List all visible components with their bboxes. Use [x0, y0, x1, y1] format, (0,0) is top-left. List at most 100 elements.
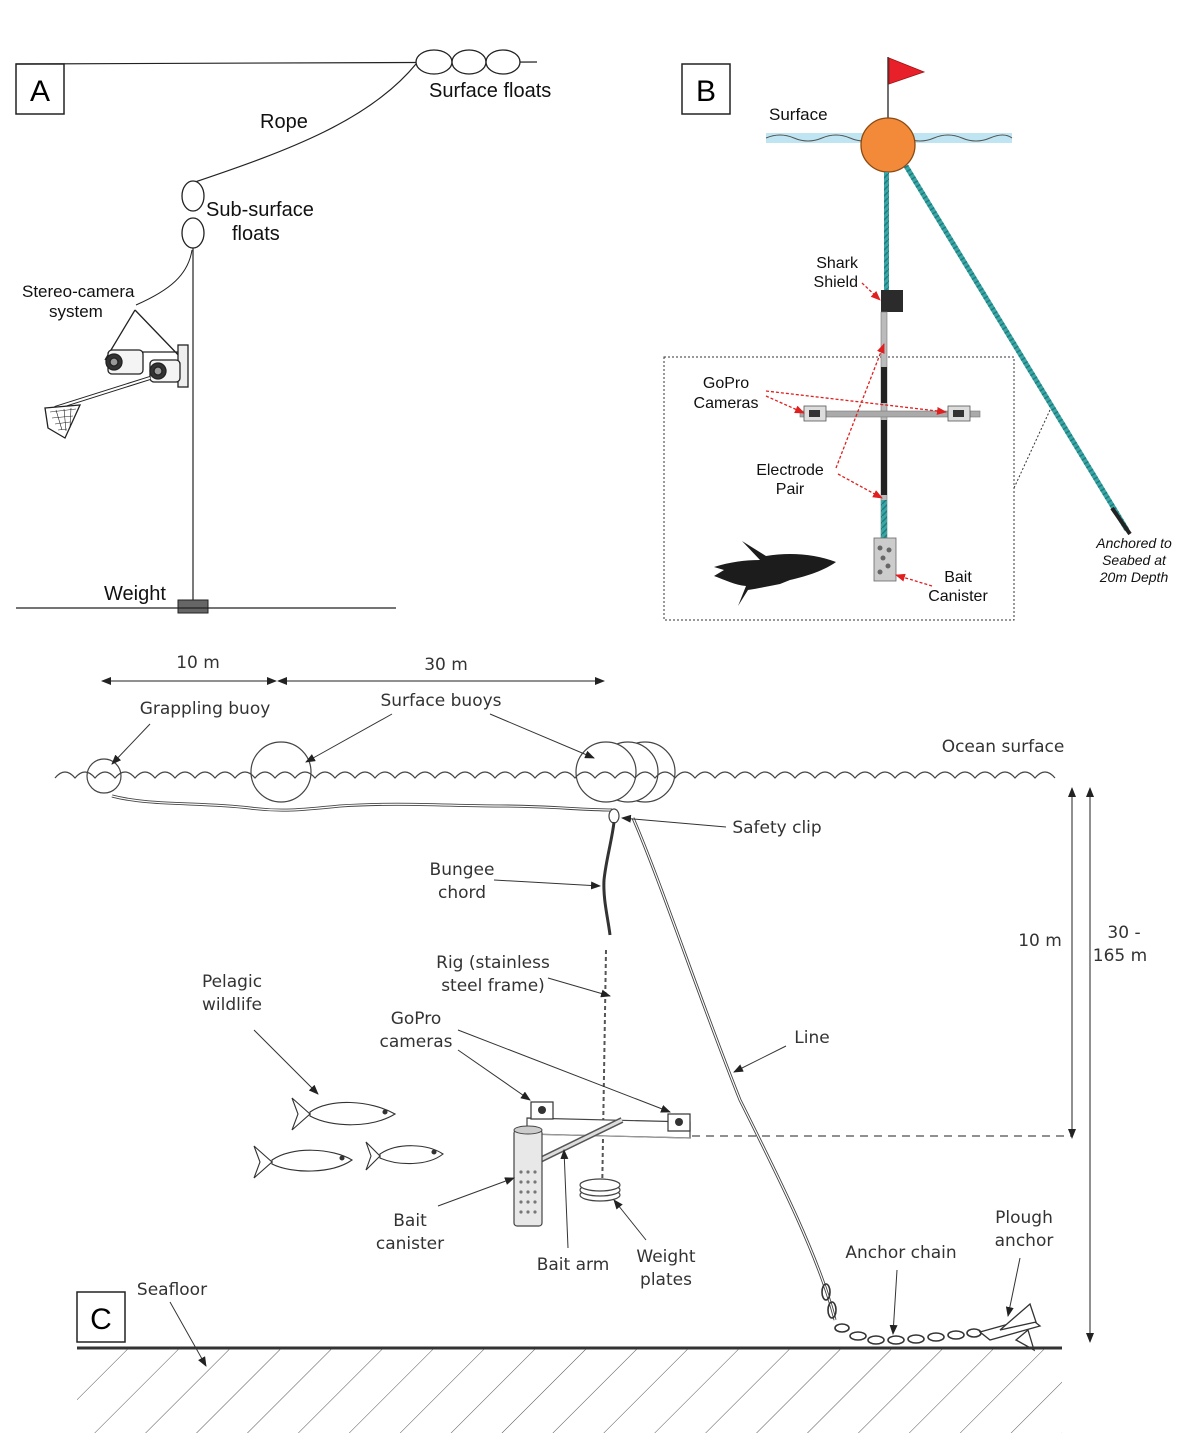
ocean-surface-label: Ocean surface: [942, 737, 1065, 757]
surface-buoys-label: Surface buoys: [380, 691, 501, 711]
surface-line-c: [111, 794, 613, 812]
line-label: Line: [794, 1028, 829, 1048]
shark-silhouette: [714, 541, 836, 606]
bungee-chord: [602, 821, 616, 936]
buoy-wave-overlay: [574, 771, 676, 779]
panel-c-letter-box: [76, 1291, 126, 1343]
gopro-label-1: GoPro: [703, 375, 749, 392]
surface-line-c-inner: [111, 795, 613, 811]
surface-floats: [415, 49, 521, 75]
anchored-label-3: 20m Depth: [1099, 569, 1169, 585]
depth-range-label-2: 165 m: [1093, 946, 1147, 966]
cross-arm: [799, 410, 981, 418]
surface-buoy-1: [250, 741, 312, 803]
shark-shield-label-1: Shark: [816, 255, 859, 272]
subsurface-label-1: Sub-surface: [206, 199, 314, 221]
anchor-line: [631, 817, 837, 1321]
gopro-camera-right: [947, 405, 971, 422]
rig-frame: [601, 949, 607, 1201]
electrode-lower: [881, 420, 887, 495]
surface-label: Surface: [769, 105, 828, 124]
seafloor-hatch: [77, 1348, 1062, 1433]
subsurface-floats: [181, 180, 205, 249]
anchored-label-2: Seabed at: [1102, 552, 1167, 568]
bait-canister-b: [873, 537, 897, 582]
weight-plates-c: [579, 1178, 621, 1202]
bait-canister-c: [513, 1125, 543, 1227]
anchor-rope-twist: [903, 164, 1130, 532]
panel-b-letter-box: [681, 63, 731, 115]
bait-arm-inner: [539, 1118, 623, 1162]
anchor-chain-label: Anchor chain: [845, 1243, 956, 1263]
pelagic-label-1: Pelagic: [202, 972, 262, 992]
gopro-camera-right-c: [667, 1113, 691, 1132]
seafloor-label: Seafloor: [137, 1280, 207, 1300]
depth-range-label-1: 30 -: [1107, 923, 1140, 943]
gopro-label-2: Cameras: [694, 395, 759, 412]
panel-a-letter: A: [30, 75, 50, 108]
panel-b: B Surface Shark Shield: [663, 57, 1172, 621]
vertical-rope-b: [884, 172, 889, 290]
weight-block: [177, 599, 209, 614]
electrode-upper: [881, 367, 887, 403]
rope: [194, 63, 417, 183]
panel-a-letter-box: [15, 63, 65, 115]
weight-label: Weight: [104, 583, 166, 605]
anchor-tip: [1110, 506, 1132, 536]
shark-shield: [881, 290, 903, 312]
panel-b-letter: B: [696, 75, 716, 108]
surface-floats-label: Surface floats: [429, 80, 551, 102]
shark-shield-label-2: Shield: [814, 274, 858, 291]
panel-c-letter: C: [90, 1303, 112, 1336]
anchor-line-inner: [632, 817, 836, 1321]
plough-anchor-label-1: Plough: [995, 1208, 1053, 1228]
inset-connector-1: [1013, 409, 1051, 489]
bait-canister-label-1: Bait: [393, 1211, 427, 1231]
panel-c: 10 m 30 m Ocean surface: [54, 653, 1147, 1433]
camera-tether: [135, 249, 193, 306]
flag: [888, 57, 926, 85]
electrode-label-1: Electrode: [756, 462, 824, 479]
fish-3: [365, 1141, 444, 1171]
bungee-label-1: Bungee: [430, 860, 495, 880]
inset-box: [663, 356, 1015, 621]
gopro-camera-left: [803, 405, 827, 422]
pelagic-fish-school: [253, 1097, 444, 1179]
panel-a: A Surface floats Rope Sub-surface floats…: [15, 49, 551, 614]
stereo-label-2: system: [49, 302, 103, 321]
bait-label-2: Canister: [928, 588, 988, 605]
stereo-camera-system: [44, 309, 189, 439]
grappling-buoy-label: Grappling buoy: [140, 699, 271, 719]
subsurface-label-2: floats: [232, 223, 280, 245]
depth-10m-label: 10 m: [1018, 931, 1062, 951]
ocean-wave-line: [54, 771, 1056, 779]
rope-label: Rope: [260, 111, 308, 133]
fish-1: [291, 1097, 397, 1131]
gopro-c-label-1: GoPro: [391, 1009, 442, 1029]
rope-lower-b: [881, 500, 887, 538]
bait-arm-label: Bait arm: [537, 1255, 610, 1275]
anchor-chain: [821, 1283, 982, 1345]
callout-arrows-c: [111, 713, 1021, 1367]
plough-anchor-label-2: anchor: [995, 1231, 1054, 1251]
plough-anchor: [978, 1302, 1042, 1352]
electrode-label-2: Pair: [776, 481, 805, 498]
rig-label-1: Rig (stainless: [436, 953, 550, 973]
pelagic-label-2: wildlife: [202, 995, 262, 1015]
safety-clip: [608, 808, 620, 824]
weight-plates-label-2: plates: [640, 1270, 692, 1290]
bait-label-1: Bait: [944, 569, 972, 586]
anchored-label-1: Anchored to: [1095, 535, 1172, 551]
grappling-buoy: [86, 758, 122, 794]
rig-label-2: steel frame): [441, 976, 545, 996]
stereo-label-1: Stereo-camera: [22, 282, 135, 301]
fish-2: [253, 1145, 354, 1179]
safety-clip-label: Safety clip: [732, 818, 821, 838]
dist-30m-label: 30 m: [424, 655, 468, 675]
bait-canister-label-2: canister: [376, 1234, 444, 1254]
gopro-camera-left-c: [530, 1101, 554, 1120]
weight-plates-label-1: Weight: [636, 1247, 696, 1267]
gopro-c-label-2: cameras: [379, 1032, 452, 1052]
bungee-label-2: chord: [438, 883, 486, 903]
